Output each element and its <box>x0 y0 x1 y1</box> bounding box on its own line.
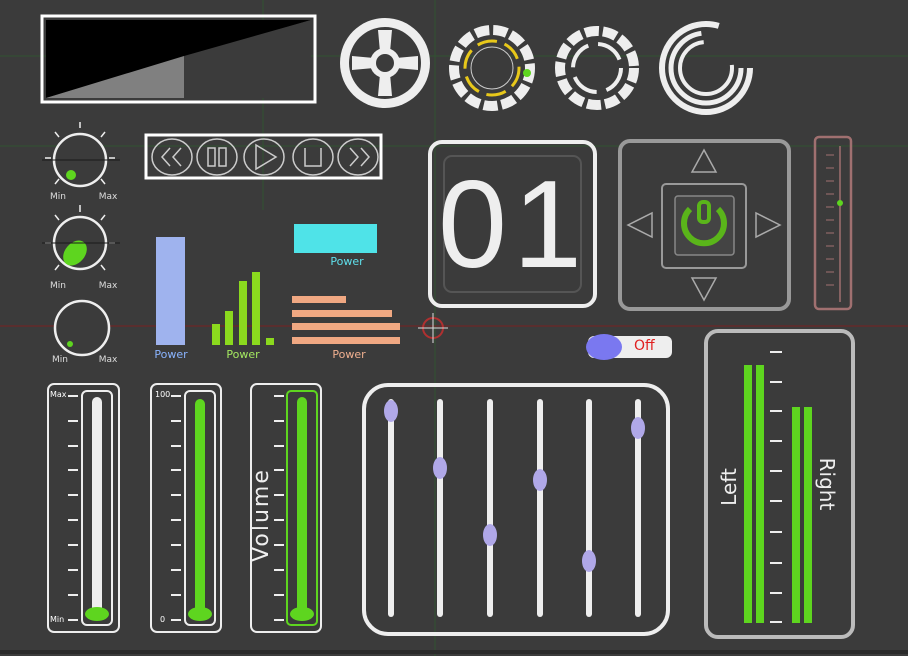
knob-2-min-label: Min <box>50 281 66 291</box>
slider-1-max-label: Max <box>50 390 67 399</box>
slider-1-min-label: Min <box>50 615 65 624</box>
toggle-label: Off <box>634 338 655 354</box>
vu-left-label: Left <box>717 468 741 506</box>
power-blue-label: Power <box>154 348 188 361</box>
knob-3-min-label: Min <box>52 355 68 365</box>
knob-2-max-label: Max <box>98 281 118 291</box>
knob-3-max-label: Max <box>98 355 118 365</box>
knob-1-max-label: Max <box>98 192 118 202</box>
slider-2-max-label: 100 <box>155 390 171 399</box>
power-orange-label: Power <box>332 348 366 361</box>
vu-right-label: Right <box>815 457 839 511</box>
slider-2-min-label: 0 <box>160 615 166 624</box>
power-cyan-label: Power <box>330 255 364 268</box>
digit-readout: 01 <box>438 156 588 294</box>
power-green-label: Power <box>226 348 260 361</box>
knob-1-min-label: Min <box>50 192 66 202</box>
